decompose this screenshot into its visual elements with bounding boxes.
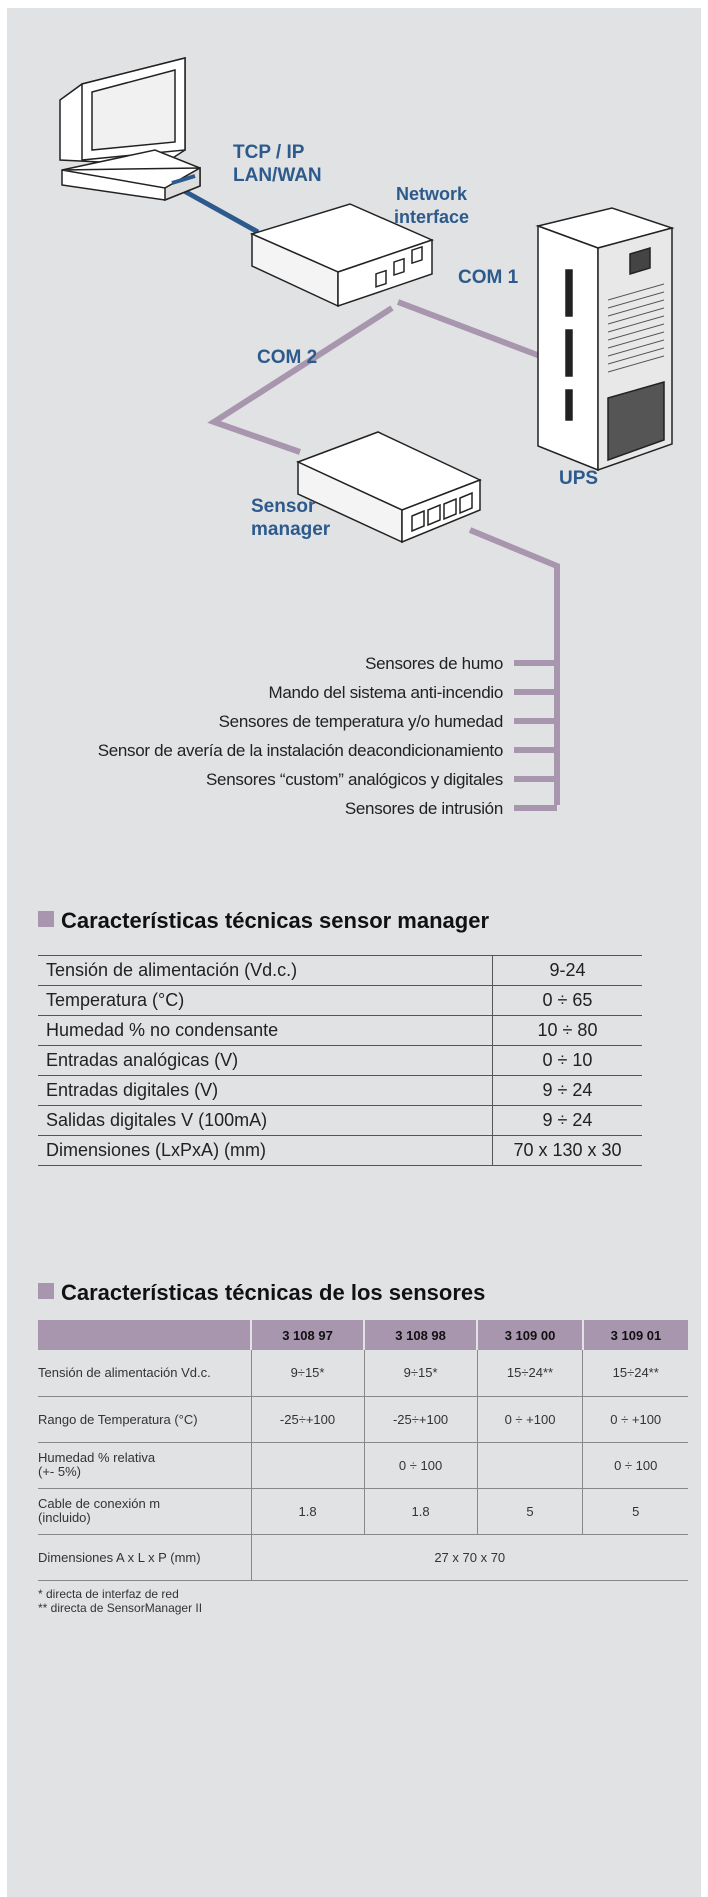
cell: 1.8 (250, 1488, 365, 1535)
com2-cable (207, 305, 394, 455)
sensor-manager-heading: Características técnicas sensor manager (38, 908, 489, 934)
row-label: Humedad % relativa (+- 5%) (38, 1442, 251, 1489)
sensor-list-item: Sensor de avería de la instalación deaco… (97, 741, 504, 760)
row-value: 70 x 130 x 30 (492, 1135, 642, 1166)
row-label: Entradas digitales (V) (38, 1075, 493, 1106)
heading-square-icon (38, 911, 54, 927)
sensors-table: 3 108 97 3 108 98 3 109 00 3 109 01 Tens… (38, 1320, 688, 1581)
cell: 9÷15* (363, 1350, 478, 1397)
network-diagram (59, 57, 675, 811)
table-row: Tensión de alimentación (Vd.c.)9-24 (38, 955, 642, 986)
cell: -25÷+100 (250, 1396, 365, 1443)
computer-icon (59, 57, 201, 202)
table-row: Dimensiones (LxPxA) (mm)70 x 130 x 30 (38, 1135, 642, 1166)
sensor-list-item: Sensores de intrusión (344, 799, 503, 818)
row-value: 0 ÷ 65 (492, 985, 642, 1016)
row-value: 9-24 (492, 955, 642, 986)
network-interface-box (249, 203, 435, 308)
row-value: 9 ÷ 24 (492, 1105, 642, 1136)
sensor-list-item: Sensores de temperatura y/o humedad (218, 712, 504, 731)
cell: 0 ÷ +100 (582, 1396, 688, 1443)
footnote: ** directa de SensorManager II (38, 1601, 203, 1615)
sensors-title: Características técnicas de los sensores (61, 1280, 486, 1305)
table-row: Tensión de alimentación Vd.c. 9÷15* 9÷15… (38, 1350, 688, 1397)
sensor-list: Sensores de humo Mando del sistema anti-… (0, 649, 504, 823)
ups-cabinet (535, 207, 675, 472)
row-label: Rango de Temperatura (°C) (38, 1396, 251, 1443)
cell: -25÷+100 (363, 1396, 478, 1443)
cell: 5 (582, 1488, 688, 1535)
table-header-row: 3 108 97 3 108 98 3 109 00 3 109 01 (38, 1320, 688, 1350)
footnotes: * directa de interfaz de red ** directa … (38, 1587, 202, 1615)
table-row: Dimensiones A x L x P (mm) 27 x 70 x 70 (38, 1534, 688, 1581)
cell (250, 1442, 365, 1489)
header-cell: 3 108 98 (363, 1320, 478, 1350)
footnote: * directa de interfaz de red (38, 1587, 179, 1601)
row-value: 10 ÷ 80 (492, 1015, 642, 1046)
header-cell: 3 108 97 (249, 1320, 365, 1350)
sensor-list-item: Mando del sistema anti-incendio (268, 683, 503, 702)
row-label: Humedad % no condensante (38, 1015, 493, 1046)
com2-label: COM 2 (257, 347, 318, 368)
cell: 0 ÷ 100 (363, 1442, 478, 1489)
sensor-list-item: Sensores de humo (365, 654, 503, 673)
row-label: Entradas analógicas (V) (38, 1045, 493, 1076)
table-row: Salidas digitales V (100mA)9 ÷ 24 (38, 1105, 642, 1136)
sensor-label: Sensor (251, 496, 316, 517)
cell: 15÷24** (582, 1350, 688, 1397)
row-label: Dimensiones (LxPxA) (mm) (38, 1135, 493, 1166)
row-label: Tensión de alimentación (Vd.c.) (38, 955, 493, 986)
table-row: Humedad % relativa (+- 5%) 0 ÷ 100 0 ÷ 1… (38, 1442, 688, 1489)
network-label: Network (396, 184, 468, 204)
row-label: Cable de conexión m (incluido) (38, 1488, 251, 1535)
sensor-manager-box (296, 431, 482, 544)
row-value: 0 ÷ 10 (492, 1045, 642, 1076)
cell: 0 ÷ 100 (582, 1442, 688, 1489)
interface-label: interface (394, 207, 470, 227)
cell: 1.8 (363, 1488, 478, 1535)
sensor-trunk-cable (468, 527, 560, 805)
table-row: Temperatura (°C)0 ÷ 65 (38, 985, 642, 1016)
cell: 15÷24** (476, 1350, 583, 1397)
sensors-heading: Características técnicas de los sensores (38, 1280, 485, 1306)
sensor-manager-table: Tensión de alimentación (Vd.c.)9-24 Temp… (38, 955, 642, 1166)
merged-cell: 27 x 70 x 70 (250, 1534, 688, 1581)
table-row: Cable de conexión m (incluido) 1.8 1.8 5… (38, 1488, 688, 1535)
sensor-branches (514, 660, 557, 811)
cell: 5 (476, 1488, 583, 1535)
row-label: Dimensiones A x L x P (mm) (38, 1534, 251, 1581)
tcp-ip-label: TCP / IP (233, 142, 305, 163)
com1-cable (396, 299, 542, 359)
header-cell: 3 109 01 (581, 1320, 688, 1350)
row-label: Tensión de alimentación Vd.c. (38, 1350, 251, 1397)
cell (476, 1442, 583, 1489)
sensor-list-item: Sensores “custom” analógicos y digitales (206, 770, 503, 789)
com1-label: COM 1 (458, 267, 519, 288)
table-row: Entradas analógicas (V)0 ÷ 10 (38, 1045, 642, 1076)
manager-label: manager (251, 519, 331, 540)
row-label: Salidas digitales V (100mA) (38, 1105, 493, 1136)
table-row: Entradas digitales (V)9 ÷ 24 (38, 1075, 642, 1106)
row-value: 9 ÷ 24 (492, 1075, 642, 1106)
lan-wan-label: LAN/WAN (233, 165, 322, 186)
row-label: Temperatura (°C) (38, 985, 493, 1016)
sensor-manager-title: Características técnicas sensor manager (61, 908, 490, 933)
header-cell (38, 1320, 251, 1350)
ups-label: UPS (559, 468, 599, 489)
cell: 0 ÷ +100 (476, 1396, 583, 1443)
table-row: Rango de Temperatura (°C) -25÷+100 -25÷+… (38, 1396, 688, 1443)
header-cell: 3 109 00 (476, 1320, 583, 1350)
heading-square-icon (38, 1283, 54, 1299)
cell: 9÷15* (250, 1350, 365, 1397)
